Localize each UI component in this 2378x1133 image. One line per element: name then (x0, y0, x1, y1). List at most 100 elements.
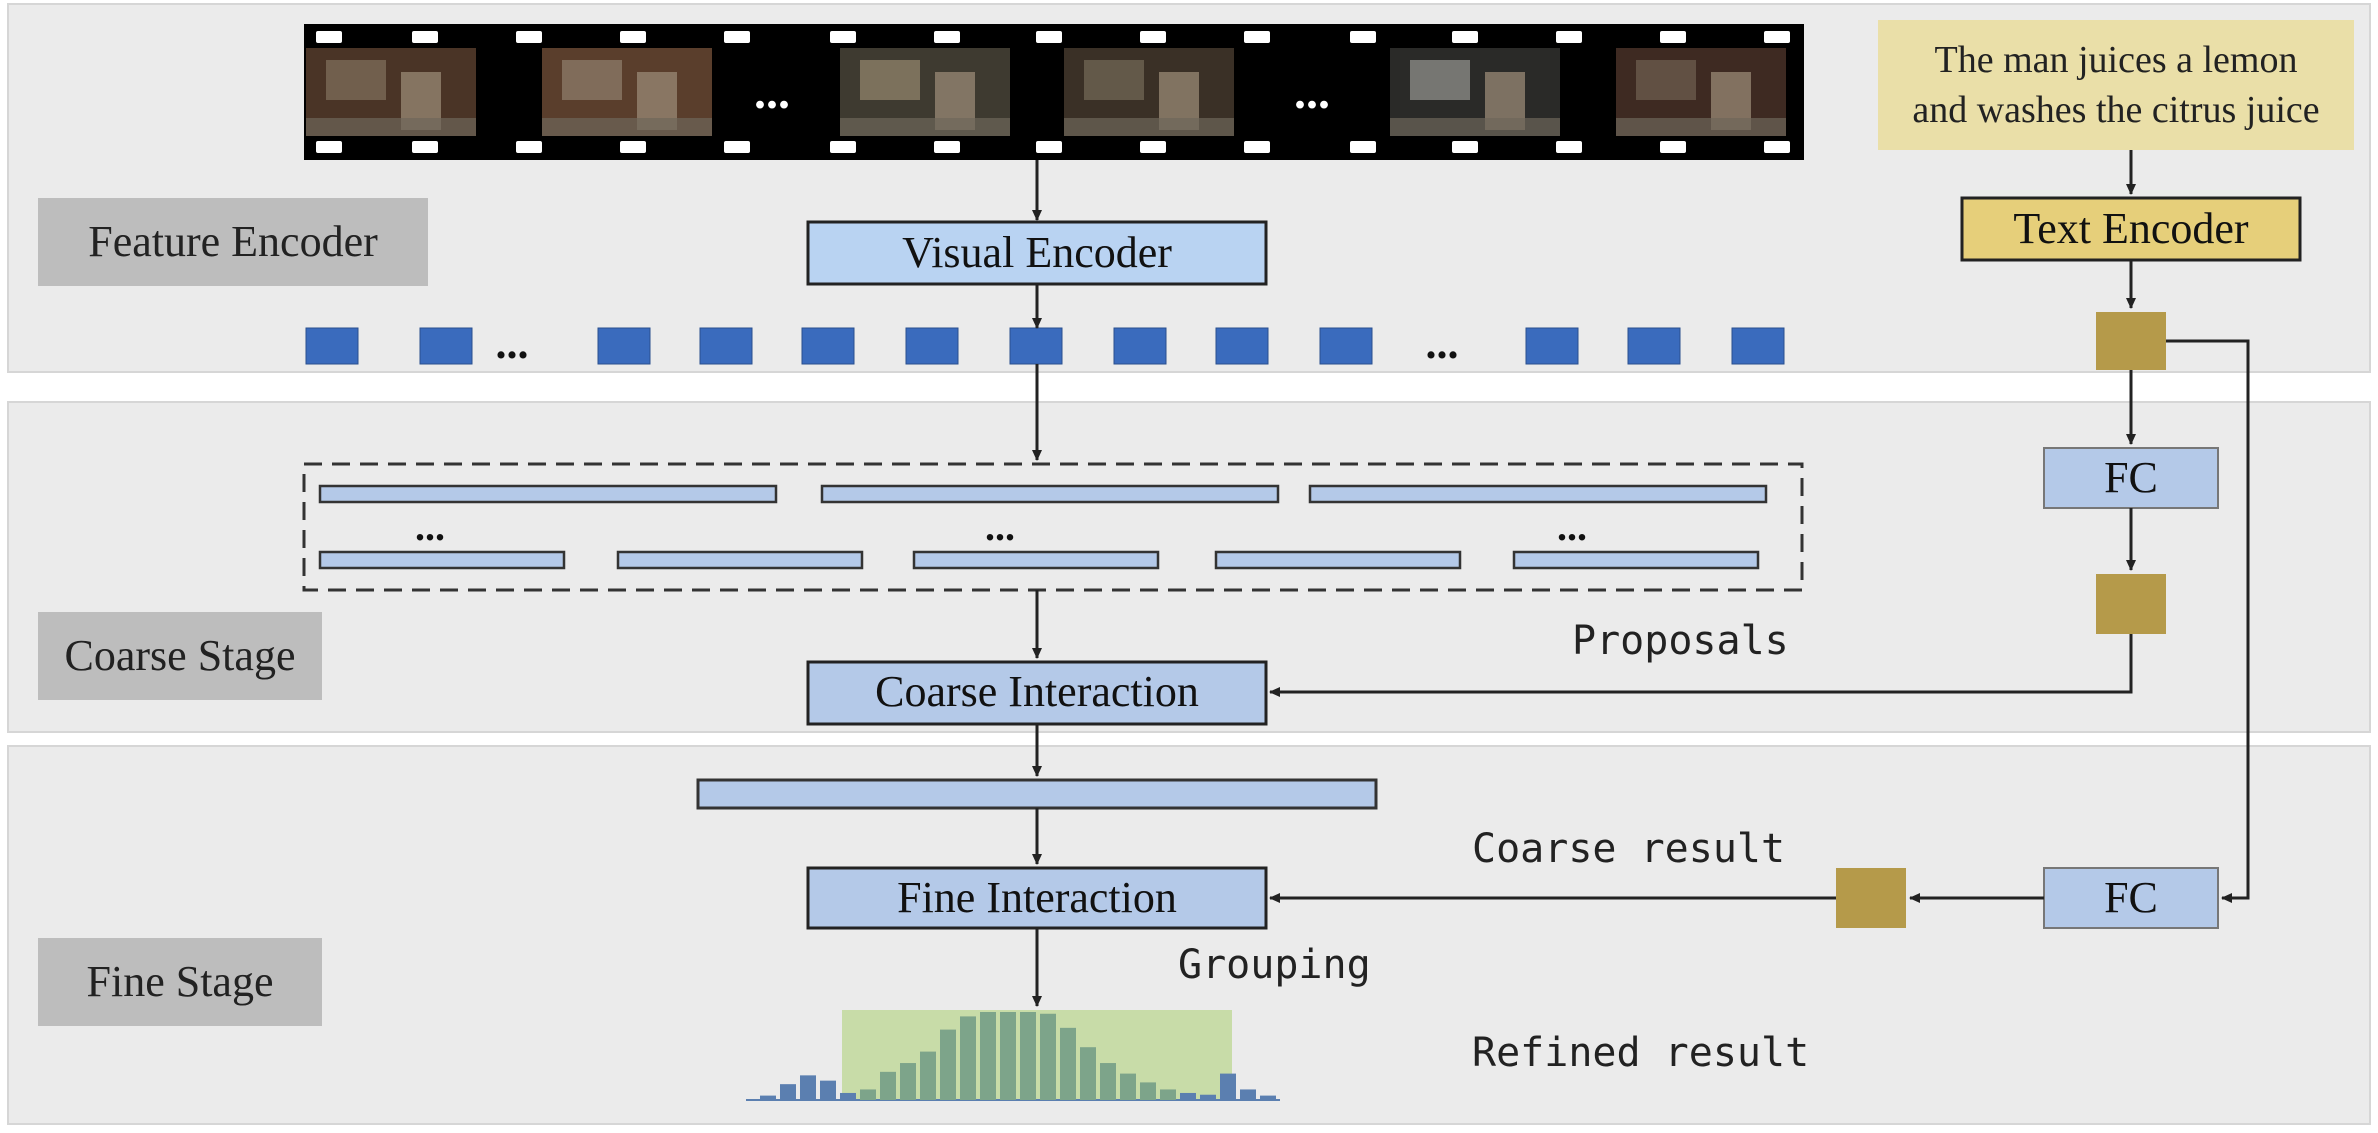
visual-encoder-block: Visual Encoder (806, 220, 1268, 286)
histogram-bar (920, 1051, 936, 1100)
svg-text:FC: FC (2104, 873, 2158, 922)
refined-result-label: Refined result (1472, 1030, 1809, 1076)
features-ellipsis-2: ... (1426, 319, 1459, 368)
histogram-bar (1060, 1027, 1076, 1100)
video-frame (1616, 48, 1786, 136)
proposal-bar (1308, 484, 1768, 504)
film-sprocket-hole (1244, 141, 1270, 153)
refined-result-histogram (746, 1010, 1280, 1101)
histogram-bar (1160, 1089, 1176, 1100)
visual-feature (1319, 327, 1373, 365)
proposal-bar (318, 484, 778, 504)
visual-feature-sequence (305, 327, 1785, 365)
histogram-bar (1200, 1094, 1216, 1100)
film-sprocket-hole (1350, 141, 1376, 153)
projected-sentence-feature (2096, 574, 2166, 634)
proposals-ellipsis-1: ... (415, 504, 445, 549)
histogram-bar (1220, 1073, 1236, 1100)
film-sprocket-hole (934, 141, 960, 153)
visual-feature (1731, 327, 1785, 365)
fine-stage-label: Fine Stage (38, 938, 322, 1026)
svg-text:Coarse Stage: Coarse Stage (65, 631, 296, 680)
histogram-bar (900, 1063, 916, 1100)
coarse-result-bar (696, 778, 1378, 810)
proposal-bar (616, 550, 864, 570)
proposals-label: Proposals (1572, 618, 1789, 664)
histogram-bar (1080, 1047, 1096, 1100)
visual-feature (699, 327, 753, 365)
histogram-bar (1100, 1063, 1116, 1100)
text-encoder-block: Text Encoder (1960, 196, 2302, 262)
visual-feature (1215, 327, 1269, 365)
film-sprocket-hole (620, 31, 646, 43)
proposal-bar (912, 550, 1160, 570)
fine-interaction-block: Fine Interaction (806, 866, 1268, 930)
film-sprocket-hole (1764, 141, 1790, 153)
visual-feature (1113, 327, 1167, 365)
film-sprocket-hole (412, 31, 438, 43)
histogram-bar (840, 1092, 856, 1100)
visual-feature (597, 327, 651, 365)
proposal-bar (318, 550, 566, 570)
film-sprocket-hole (1764, 31, 1790, 43)
coarse-stage-label: Coarse Stage (38, 612, 322, 700)
histogram-bar (1000, 1012, 1016, 1100)
svg-text:FC: FC (2104, 453, 2158, 502)
film-sprocket-hole (1036, 31, 1062, 43)
svg-text:Coarse Interaction: Coarse Interaction (875, 667, 1199, 716)
svg-text:Visual Encoder: Visual Encoder (902, 228, 1172, 277)
proposal-bar (820, 484, 1280, 504)
film-sprocket-hole (516, 31, 542, 43)
fine-sentence-feature (1836, 868, 1906, 928)
frames-ellipsis-1: ... (754, 66, 790, 119)
film-sprocket-hole (1140, 141, 1166, 153)
arrow-feature-to-coarse-interaction (1269, 634, 2133, 697)
film-sprocket-hole (1140, 31, 1166, 43)
film-sprocket-hole (620, 141, 646, 153)
histogram-bar (980, 1012, 996, 1100)
svg-text:Feature Encoder: Feature Encoder (88, 217, 378, 266)
film-sprocket-hole (316, 31, 342, 43)
film-sprocket-hole (830, 141, 856, 153)
histogram-bar (1040, 1013, 1056, 1100)
film-sprocket-hole (724, 31, 750, 43)
film-sprocket-hole (1350, 31, 1376, 43)
proposal-bar (1512, 550, 1760, 570)
visual-feature (419, 327, 473, 365)
histogram-bar (1260, 1095, 1276, 1100)
histogram-bar (1140, 1082, 1156, 1100)
visual-feature (1525, 327, 1579, 365)
video-frame (306, 48, 476, 136)
film-sprocket-hole (1036, 141, 1062, 153)
film-sprocket-hole (1244, 31, 1270, 43)
histogram-bar (1120, 1073, 1136, 1100)
film-sprocket-hole (1660, 31, 1686, 43)
fc-block-bottom: FC (2043, 867, 2219, 929)
film-sprocket-hole (1556, 31, 1582, 43)
film-sprocket-hole (1556, 141, 1582, 153)
query-line-1: The man juices a lemon (1935, 39, 2298, 81)
film-sprocket-hole (934, 31, 960, 43)
proposal-bar (1214, 550, 1462, 570)
histogram-bar (780, 1084, 796, 1100)
video-frame (1064, 48, 1234, 136)
histogram-bar (1020, 1012, 1036, 1100)
histogram-bar (960, 1016, 976, 1100)
query-sentence-box: The man juices a lemon and washes the ci… (1878, 20, 2354, 150)
film-sprocket-hole (1660, 141, 1686, 153)
svg-text:Fine Interaction: Fine Interaction (897, 873, 1177, 922)
coarse-result-label: Coarse result (1472, 826, 1785, 872)
histogram-bar (820, 1080, 836, 1100)
connectors (1032, 150, 2250, 1007)
frames-ellipsis-2: ... (1294, 66, 1330, 119)
video-frame (840, 48, 1010, 136)
grouping-label: Grouping (1178, 942, 1371, 988)
film-sprocket-hole (1452, 31, 1478, 43)
film-sprocket-hole (724, 141, 750, 153)
histogram-bar (1240, 1089, 1256, 1100)
proposals-group: ... ... ... (302, 462, 1804, 592)
query-line-2: and washes the citrus juice (1912, 89, 2319, 131)
proposals-ellipsis-3: ... (1557, 504, 1587, 549)
fc-block-top: FC (2043, 447, 2219, 509)
